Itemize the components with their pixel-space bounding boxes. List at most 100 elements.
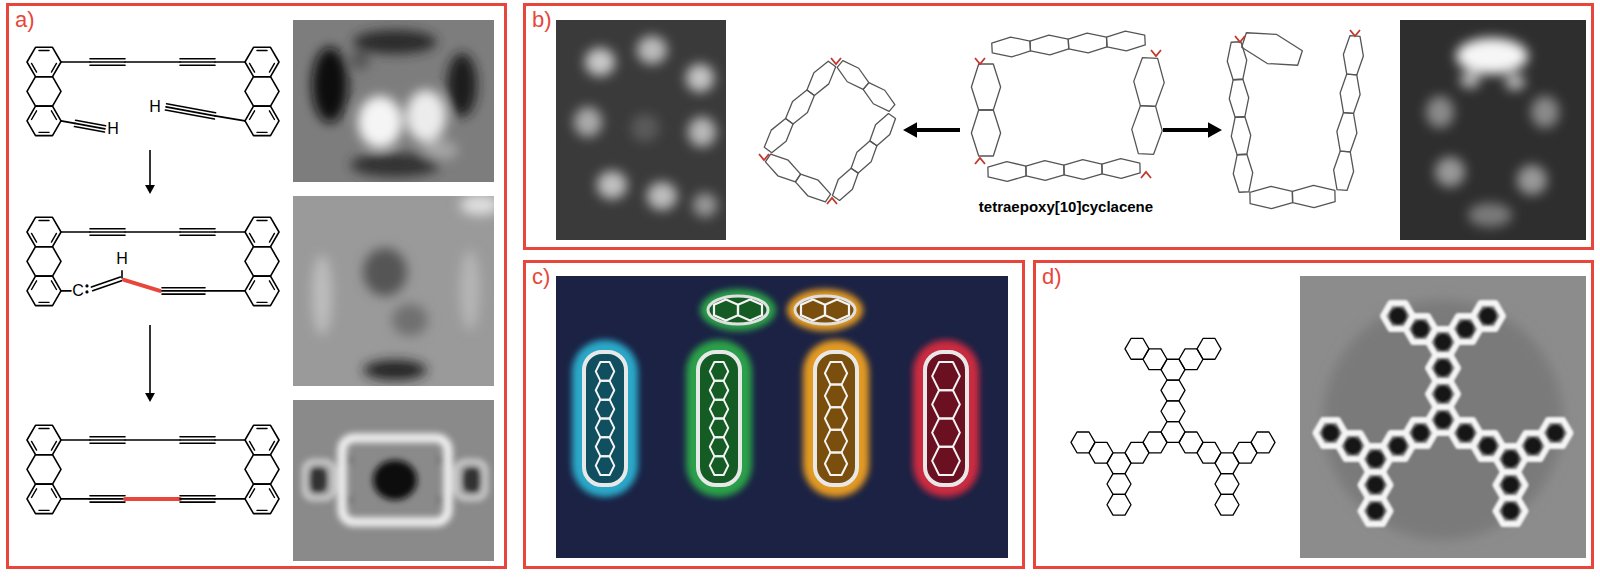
bond-line	[61, 498, 90, 500]
bond-line	[257, 132, 267, 133]
acene-ring	[596, 456, 614, 475]
acene-ring	[738, 300, 762, 321]
afm-ring-hole	[1322, 425, 1339, 442]
bond-line	[90, 442, 125, 444]
bond-line	[39, 220, 49, 221]
bond-line	[51, 281, 56, 290]
afm-feature	[460, 250, 480, 330]
afm-bond-ring	[1361, 472, 1391, 498]
acene-ring	[825, 385, 847, 408]
bond-line	[51, 441, 56, 450]
acene-ring	[596, 437, 614, 456]
atom-label: H	[116, 250, 128, 268]
afm-feature	[1468, 203, 1512, 227]
afm-feature	[1505, 74, 1525, 90]
bond-line	[167, 104, 216, 113]
afm-ring-hole	[1502, 477, 1519, 494]
bond-line	[257, 510, 267, 511]
molecule-outline	[925, 352, 967, 485]
acene-ring	[1227, 42, 1246, 80]
panel-label: c)	[526, 263, 556, 291]
afm-contrast	[1426, 38, 1559, 227]
bond-line	[124, 280, 160, 291]
acene-ring	[710, 437, 728, 456]
afm-feature	[1456, 38, 1528, 74]
afm-feature	[460, 196, 494, 215]
acene-ring	[825, 362, 847, 385]
afm-feature	[631, 114, 659, 142]
bond-line	[125, 439, 180, 441]
epoxy-oxygen	[1235, 36, 1245, 42]
bond-line	[180, 228, 215, 230]
bond-line	[93, 281, 122, 291]
radical-dot	[85, 290, 88, 293]
acene-ring	[1340, 74, 1360, 113]
afm-bond-ring	[1383, 303, 1413, 329]
afm-ring-hole	[1367, 451, 1384, 468]
molecule-outline	[698, 352, 740, 485]
acene-ring	[825, 300, 849, 321]
acene-ring	[710, 362, 728, 381]
molecule-halo	[686, 340, 752, 497]
afm-ring-hole	[1345, 438, 1362, 455]
afm-holes	[1322, 308, 1564, 519]
molecule-gallery	[556, 276, 1008, 558]
bond-line	[269, 441, 274, 450]
benzene-ring	[1161, 401, 1185, 422]
epoxy-oxygen	[975, 158, 985, 164]
radical-dot	[85, 284, 88, 287]
acene-ring	[710, 381, 728, 400]
arrow-shaft	[1163, 128, 1208, 132]
bond-line	[180, 58, 215, 60]
benzene-ring	[1125, 338, 1149, 359]
afm-ring-hole	[1412, 425, 1429, 442]
acene-ring	[992, 37, 1031, 57]
bond-line	[61, 290, 71, 292]
acene-ring	[710, 419, 728, 438]
bond-line	[51, 111, 56, 120]
bond-line	[125, 231, 180, 233]
bond-line	[269, 489, 274, 498]
bond-line	[125, 61, 180, 63]
bond-line	[90, 61, 125, 63]
afm-feature	[1517, 165, 1547, 195]
afm-feature	[688, 117, 716, 147]
afm-background	[1300, 276, 1586, 558]
afm-ring-hole	[1435, 412, 1452, 429]
afm-ring-hole	[1480, 308, 1497, 325]
molecule-halo	[572, 340, 638, 497]
afm-ring-hole	[1435, 334, 1452, 351]
bond-line	[162, 293, 205, 295]
atom-label: C	[72, 282, 84, 300]
afm-ring-hole	[1367, 477, 1384, 494]
afm-image	[293, 196, 494, 386]
bond-line	[215, 61, 245, 63]
cyclacene-models	[759, 30, 1363, 209]
benzene-ring	[245, 276, 279, 305]
bond-line	[61, 61, 90, 63]
afm-feature	[1323, 300, 1563, 540]
acene-ring	[596, 381, 614, 400]
arrow-head	[145, 393, 155, 402]
figure-panel: c)	[523, 260, 1025, 569]
afm-feature	[353, 30, 437, 54]
acene-ring	[1229, 79, 1248, 117]
afm-feature	[686, 64, 714, 92]
bond-line	[180, 436, 215, 438]
bond-line	[162, 287, 205, 289]
acene-ring	[1068, 33, 1107, 53]
benzene-ring	[27, 47, 61, 76]
bond-line	[39, 132, 49, 133]
acene-ring	[807, 61, 836, 95]
afm-feature	[1426, 96, 1454, 128]
bond-line	[180, 501, 215, 503]
afm-ring-hole	[1412, 321, 1429, 338]
benzene-ring	[245, 77, 279, 106]
acene-ring	[1030, 35, 1069, 55]
afm-feature	[312, 47, 348, 123]
acene-ring	[1231, 117, 1250, 155]
arrow-head	[1208, 122, 1222, 137]
bond-line	[180, 439, 215, 441]
